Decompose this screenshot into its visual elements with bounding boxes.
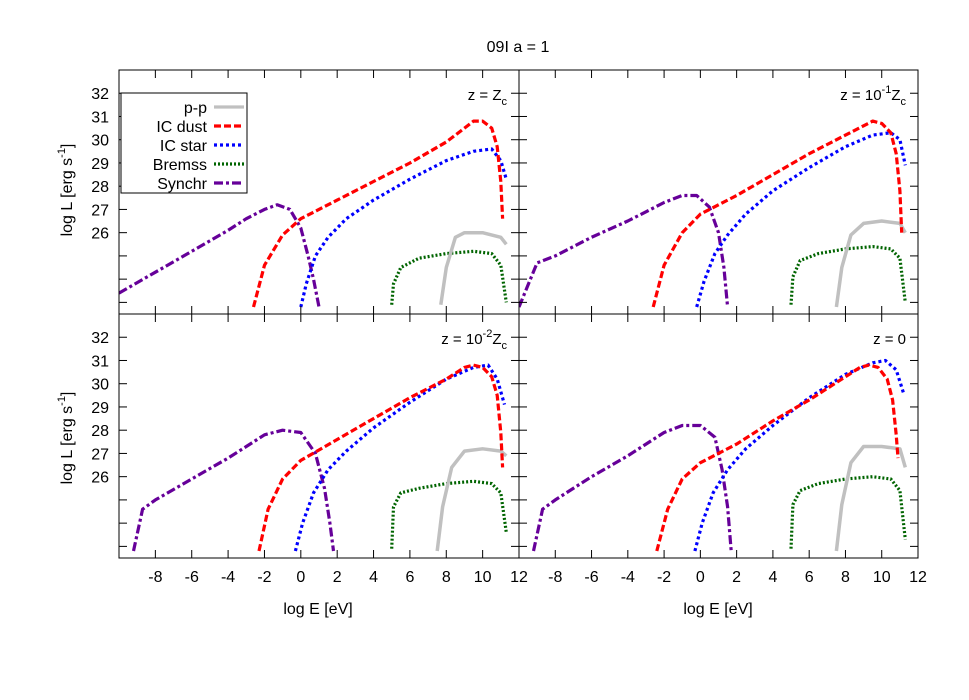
panel-3: -8 -6 -4 -2 0 2 4 6 8 10 12 26 27 28 29 30 31 32 z = 10-2Z…: [91, 313, 528, 586]
y-tick-label: 28: [91, 423, 109, 440]
series-line-bremss: [789, 475, 907, 549]
series-line-ic-star: [299, 147, 508, 308]
series-line-bremss: [390, 479, 508, 549]
x-tick-label: 4: [369, 569, 378, 586]
panel-4-series: [531, 358, 907, 552]
series-line-p-p: [435, 447, 508, 552]
y-axis-label-top-sup: -1: [56, 148, 68, 158]
x-tick-label: -6: [584, 569, 598, 586]
panel-frame: [518, 313, 919, 559]
legend-label: IC star: [160, 138, 208, 155]
legend-label: Bremss: [153, 157, 207, 174]
x-tick-label: 2: [333, 569, 342, 586]
x-tick-label: -2: [257, 569, 271, 586]
series-line-synchr: [519, 193, 730, 308]
panel-2: z = 10-1Zc: [518, 69, 919, 315]
x-tick-label: 12: [909, 569, 927, 586]
panel-2-series: [519, 119, 907, 308]
x-axis-label-left: log E [eV]: [283, 601, 352, 618]
y-tick-label: 27: [91, 446, 109, 463]
y-tick-label: 32: [91, 86, 109, 103]
panel-1-series: [119, 119, 508, 308]
y-tick-label: 29: [91, 400, 109, 417]
series-line-ic-dust: [651, 119, 904, 308]
x-tick-label: 2: [732, 569, 741, 586]
panel-4-ticks: [519, 314, 919, 558]
y-axis-label-bottom: log L [erg s-1]: [56, 392, 76, 485]
y-axis-label-top: log L [erg s-1]: [56, 144, 76, 237]
y-tick-label: 31: [91, 353, 109, 370]
y-axis-label-bottom-main: log L [erg s: [59, 406, 76, 485]
series-line-p-p: [439, 230, 508, 305]
x-tick-label: 10: [873, 569, 891, 586]
series-line-bremss: [789, 245, 907, 305]
x-tick-label: -8: [148, 569, 162, 586]
panel-label: z = Zc: [468, 87, 508, 108]
x-tick-label: 8: [841, 569, 850, 586]
x-tick-label: -2: [657, 569, 671, 586]
panel-2-ticks: [519, 70, 919, 314]
series-line-synchr: [131, 428, 336, 552]
x-tick-label: 8: [442, 569, 451, 586]
panel-label: z = 10-2Zc: [441, 328, 507, 352]
series-line-ic-dust: [655, 363, 900, 552]
series-line-synchr: [531, 423, 733, 552]
series-line-ic-dust: [251, 119, 505, 308]
x-tick-label: 6: [805, 569, 814, 586]
series-line-p-p: [834, 219, 907, 308]
x-tick-label: -4: [221, 569, 235, 586]
x-tick-label: -8: [548, 569, 562, 586]
x-tick-label: 4: [768, 569, 777, 586]
y-tick-label: 28: [91, 179, 109, 196]
panel-frame: [118, 313, 520, 559]
x-tick-label: 6: [405, 569, 414, 586]
y-tick-label: 27: [91, 202, 109, 219]
series-line-synchr: [119, 203, 321, 308]
x-tick-label: 10: [474, 569, 492, 586]
x-tick-label: 0: [696, 569, 705, 586]
y-axis-label-top-end: ]: [59, 144, 76, 148]
panel-3-series: [131, 363, 508, 552]
y-axis-label-top-main: log L [erg s: [59, 158, 76, 237]
y-tick-label: 26: [91, 226, 109, 243]
x-axis-label-right: log E [eV]: [683, 601, 752, 618]
svg-text:log L [erg s-1]: log L [erg s-1]: [56, 392, 76, 485]
y-tick-label: 30: [91, 133, 109, 150]
legend-label: Synchr: [157, 176, 207, 193]
legend-label: p-p: [184, 100, 207, 117]
x-tick-label: 12: [510, 569, 528, 586]
panel-3-ticks: [119, 314, 520, 558]
legend-box: [120, 92, 248, 194]
series-line-p-p: [834, 444, 907, 552]
x-tick-label: -6: [185, 569, 199, 586]
panel-1: 26 27 28 29 30 31 32 z = Zc: [91, 69, 520, 315]
y-tick-label: 26: [91, 470, 109, 487]
panel-4: -8 -6 -4 -2 0 2 4 6 8 10 12 z = 0: [518, 313, 927, 586]
x-tick-label: -4: [621, 569, 635, 586]
panel-label: z = 0: [873, 331, 906, 348]
panel-label: z = 10-1Zc: [840, 84, 906, 108]
x-tick-label: 0: [296, 569, 305, 586]
legend-label: IC dust: [156, 119, 207, 136]
series-line-ic-star: [293, 363, 507, 552]
y-tick-label: 30: [91, 377, 109, 394]
y-axis-label-bottom-end: ]: [59, 392, 76, 396]
y-axis-label-bottom-sup: -1: [56, 396, 68, 406]
y-tick-label: 32: [91, 330, 109, 347]
series-line-ic-star: [693, 358, 906, 552]
figure-title: 09I a = 1: [487, 39, 550, 56]
svg-text:log L [erg s-1]: log L [erg s-1]: [56, 144, 76, 237]
panel-frame: [518, 69, 919, 315]
y-tick-label: 29: [91, 156, 109, 173]
series-line-ic-dust: [257, 363, 505, 552]
y-tick-label: 31: [91, 109, 109, 126]
